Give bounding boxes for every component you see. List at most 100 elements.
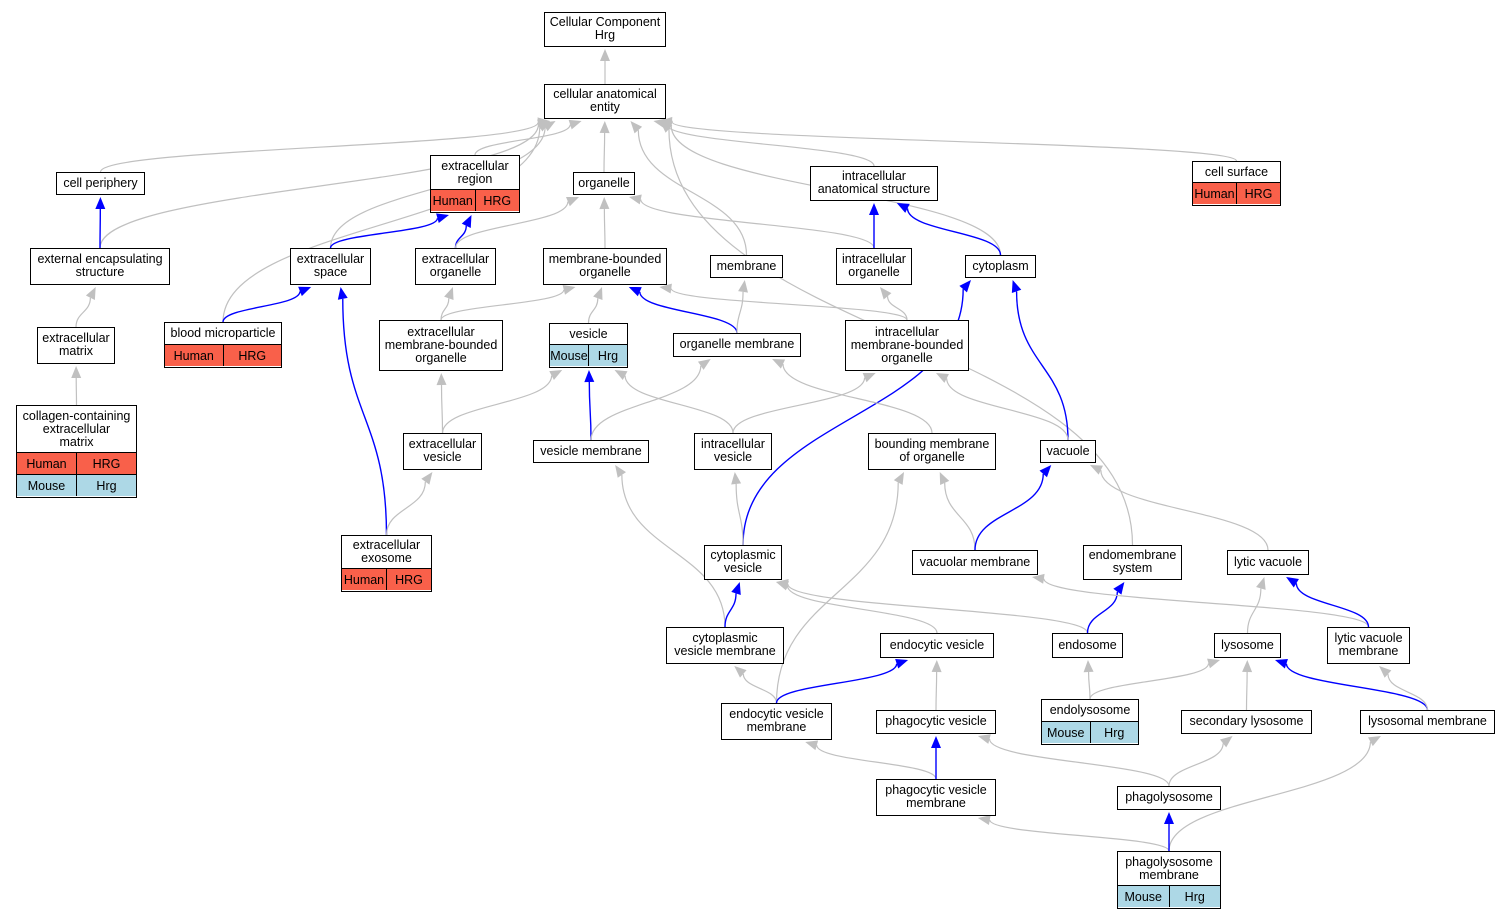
edge-evm-to-cvm bbox=[734, 666, 778, 704]
node-vesmem[interactable]: vesicle membrane bbox=[533, 440, 649, 463]
edge-arrowhead bbox=[1256, 577, 1266, 590]
node-ecm[interactable]: extracellular matrix bbox=[37, 327, 115, 364]
node-ees[interactable]: external encapsulating structure bbox=[30, 248, 170, 285]
edge-exosome-to-ecves bbox=[385, 472, 433, 536]
edge-arrowhead bbox=[939, 472, 950, 485]
node-orgmem[interactable]: organelle membrane bbox=[673, 333, 801, 357]
node-bmoo[interactable]: bounding membrane of organelle bbox=[868, 433, 996, 470]
edge-arrowhead bbox=[1083, 660, 1094, 673]
node-ecves[interactable]: extracellular vesicle bbox=[403, 433, 482, 470]
node-lytvac[interactable]: lytic vacuole bbox=[1227, 550, 1309, 575]
human-cell: Human bbox=[431, 190, 475, 211]
node-cytoplasm[interactable]: cytoplasm bbox=[965, 255, 1036, 278]
edge-arrowhead bbox=[738, 280, 748, 293]
node-cvm[interactable]: cytoplasmic vesicle membrane bbox=[666, 627, 784, 664]
edge-arrowhead bbox=[444, 287, 454, 300]
node-label: external encapsulating structure bbox=[37, 252, 163, 279]
node-lysosome[interactable]: lysosome bbox=[1214, 633, 1281, 658]
node-root[interactable]: Cellular Component Hrg bbox=[544, 12, 666, 47]
human-cell: HRG bbox=[222, 345, 281, 366]
edge-arrowhead bbox=[1113, 582, 1125, 595]
node-icorg[interactable]: intracellular organelle bbox=[836, 248, 912, 285]
node-endves[interactable]: endocytic vesicle bbox=[880, 633, 994, 658]
node-organelle[interactable]: organelle bbox=[573, 172, 635, 195]
edge-arrowhead bbox=[599, 197, 610, 210]
edge-arrowhead bbox=[461, 215, 472, 228]
edge-arrowhead bbox=[1039, 465, 1052, 478]
node-cae[interactable]: cellular anatomical entity bbox=[544, 84, 666, 119]
edge-arrowhead bbox=[869, 203, 879, 215]
node-lysmem[interactable]: lysosomal membrane bbox=[1360, 710, 1495, 734]
node-vacmem[interactable]: vacuolar membrane bbox=[912, 550, 1038, 575]
node-endosys[interactable]: endomembrane system bbox=[1083, 545, 1182, 580]
node-membrane[interactable]: membrane bbox=[710, 255, 783, 278]
edge-arrowhead bbox=[1368, 736, 1381, 747]
node-label: phagocytic vesicle membrane bbox=[885, 783, 987, 810]
edge-endosome-to-cytves bbox=[776, 579, 1089, 634]
edge-vesmem-to-vesicle bbox=[584, 370, 595, 441]
edge-icves-to-vesicle bbox=[614, 370, 734, 434]
mouse-cell: Mouse bbox=[1118, 886, 1169, 907]
node-label: lytic vacuole bbox=[1233, 554, 1303, 569]
edge-arrowhead bbox=[436, 373, 447, 386]
node-pvm[interactable]: phagocytic vesicle membrane bbox=[876, 779, 996, 816]
edge-plm-to-lysmem bbox=[1168, 736, 1381, 852]
edge-plm-to-phagolys bbox=[1164, 812, 1174, 852]
edge-lvm-to-vacmem bbox=[1032, 573, 1370, 628]
edge-arrowhead bbox=[85, 287, 96, 300]
node-label: cellular anatomical entity bbox=[553, 87, 657, 114]
edge-ias-to-cae bbox=[653, 118, 875, 167]
human-cell: Human bbox=[17, 453, 76, 474]
node-ecorg[interactable]: extracellular organelle bbox=[415, 248, 496, 285]
edge-ccecm-to-ecm bbox=[71, 366, 82, 406]
node-mbo[interactable]: membrane-bounded organelle bbox=[543, 248, 667, 285]
edge-arrowhead bbox=[584, 370, 595, 383]
node-lvm[interactable]: lytic vacuole membrane bbox=[1327, 627, 1410, 664]
edge-extreg-to-cae bbox=[474, 119, 582, 156]
node-icves[interactable]: intracellular vesicle bbox=[694, 433, 772, 470]
node-ias[interactable]: intracellular anatomical structure bbox=[810, 166, 938, 201]
edge-vesmem-to-orgmem bbox=[590, 359, 711, 441]
node-phagves[interactable]: phagocytic vesicle bbox=[876, 710, 996, 734]
node-cellper[interactable]: cell periphery bbox=[56, 172, 145, 195]
edge-phagves-to-endves bbox=[931, 660, 942, 711]
edge-plm-to-pvm bbox=[977, 815, 1170, 852]
edge-arrowhead bbox=[893, 472, 905, 485]
node-label: phagocytic vesicle bbox=[885, 714, 987, 728]
node-label: Cellular Component Hrg bbox=[549, 15, 661, 42]
edge-cytves-to-icves bbox=[731, 472, 744, 546]
node-label: vesicle bbox=[569, 326, 608, 341]
edge-arrowhead bbox=[895, 658, 909, 669]
node-cytves[interactable]: cytoplasmic vesicle bbox=[704, 545, 782, 580]
human-cell: Human bbox=[342, 569, 386, 590]
node-phagolys[interactable]: phagolysosome bbox=[1117, 786, 1221, 810]
node-ccecm[interactable]: collagen-containing extracellular matrix… bbox=[16, 405, 137, 498]
node-vacuole[interactable]: vacuole bbox=[1040, 440, 1096, 463]
node-ecmbo[interactable]: extracellular membrane-bounded organelle bbox=[379, 320, 503, 371]
node-icmbo[interactable]: intracellular membrane-bounded organelle bbox=[845, 320, 969, 371]
edge-ecspace-to-extreg bbox=[329, 213, 449, 249]
edge-arrowhead bbox=[298, 286, 312, 297]
node-ecspace[interactable]: extracellular space bbox=[290, 248, 371, 285]
node-evm[interactable]: endocytic vesicle membrane bbox=[721, 703, 832, 740]
node-label: extracellular space bbox=[296, 252, 365, 279]
node-label: cell surface bbox=[1204, 164, 1269, 179]
mouse-cell: Hrg bbox=[76, 475, 136, 496]
node-seclys[interactable]: secondary lysosome bbox=[1181, 710, 1312, 734]
node-label: vesicle membrane bbox=[540, 443, 642, 458]
node-label: collagen-containing extracellular matrix bbox=[22, 408, 131, 449]
mouse-cell: Mouse bbox=[550, 345, 588, 366]
node-endosome[interactable]: endosome bbox=[1052, 633, 1123, 658]
